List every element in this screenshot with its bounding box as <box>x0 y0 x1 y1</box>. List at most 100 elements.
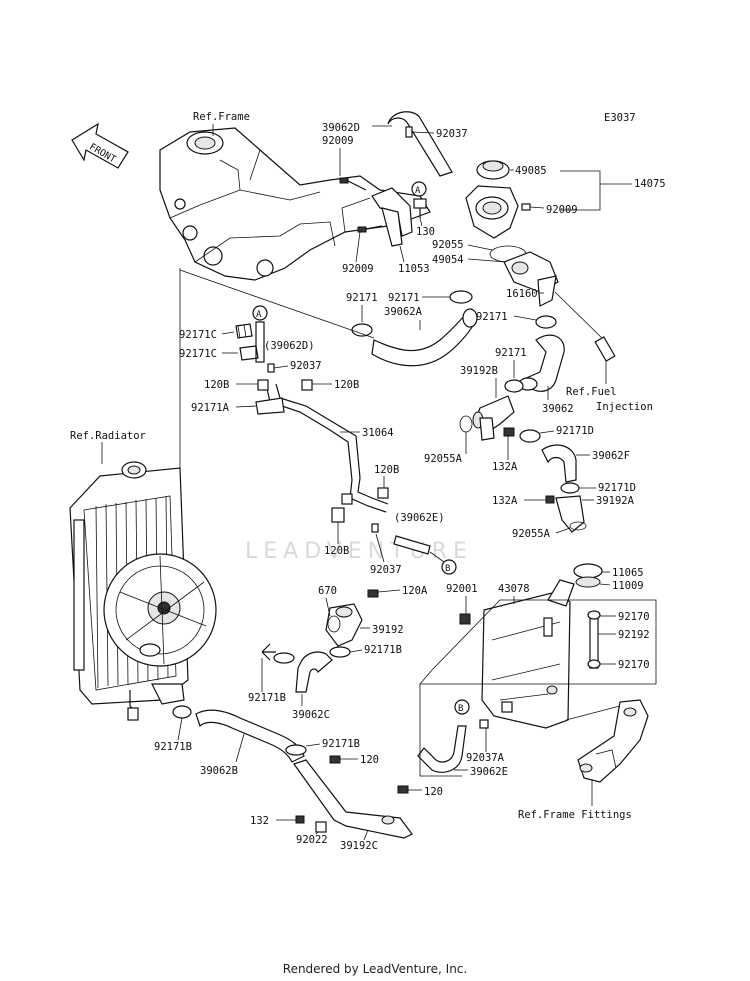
label-120B-mid[interactable]: 120B <box>374 464 399 476</box>
label-39062F[interactable]: 39062F <box>592 450 630 462</box>
label-39192[interactable]: 39192 <box>372 624 404 636</box>
label-92001[interactable]: 92001 <box>446 583 478 595</box>
label-39062C[interactable]: 39062C <box>292 709 330 721</box>
label-ref-radiator[interactable]: Ref.Radiator <box>70 430 146 442</box>
fitting-39192 <box>325 589 379 658</box>
label-92171-d[interactable]: 92171 <box>495 347 527 359</box>
label-92171B-3[interactable]: 92171B <box>154 741 192 753</box>
label-130[interactable]: 130 <box>416 226 435 238</box>
label-injection[interactable]: Injection <box>596 401 653 413</box>
label-39062E[interactable]: 39062E <box>470 766 508 778</box>
pipe-39192C <box>293 759 413 839</box>
label-92037-mid[interactable]: 92037 <box>290 360 322 372</box>
label-92171B-2[interactable]: 92171B <box>248 692 286 704</box>
label-43078[interactable]: 43078 <box>498 583 530 595</box>
label-92037-top[interactable]: 92037 <box>436 128 468 140</box>
label-39192C[interactable]: 39192C <box>340 840 378 852</box>
label-39062[interactable]: 39062 <box>542 403 574 415</box>
label-120B-r[interactable]: 120B <box>334 379 359 391</box>
hose-39062A <box>371 310 475 367</box>
label-11009[interactable]: 11009 <box>612 580 644 592</box>
hose-39062D <box>387 111 453 177</box>
footer-credit: Rendered by LeadVenture, Inc. <box>282 962 468 976</box>
label-92171B-1[interactable]: 92171B <box>364 644 402 656</box>
label-92171D-2[interactable]: 92171D <box>598 482 636 494</box>
marker-b-low <box>454 699 470 715</box>
radiator <box>69 461 217 721</box>
label-92171-a[interactable]: 92171 <box>346 292 378 304</box>
diagram-code: E3037 <box>604 112 636 124</box>
label-49085[interactable]: 49085 <box>515 165 547 177</box>
label-92192[interactable]: 92192 <box>618 629 650 641</box>
hose-39062C <box>295 651 333 693</box>
label-ref-frame-fittings[interactable]: Ref.Frame Fittings <box>518 809 632 821</box>
label-39062D-paren[interactable]: (39062D) <box>264 340 315 352</box>
label-14075[interactable]: 14075 <box>634 178 666 190</box>
marker-b-mid-text: B <box>445 564 450 574</box>
label-92055A-1[interactable]: 92055A <box>424 453 463 465</box>
label-92170-1[interactable]: 92170 <box>618 611 650 623</box>
label-120B-l[interactable]: 120B <box>204 379 229 391</box>
label-31064[interactable]: 31064 <box>362 427 394 439</box>
label-92171C-2[interactable]: 92171C <box>179 348 217 360</box>
fitting-39192B <box>472 395 515 441</box>
label-ref-fuel[interactable]: Ref.Fuel <box>566 386 617 398</box>
label-39062D[interactable]: 39062D <box>322 122 360 134</box>
frame-fitting-bracket <box>577 699 649 783</box>
marker-a-top <box>411 181 427 197</box>
hose-39062F <box>541 444 577 483</box>
clamp-92171-a <box>449 290 473 304</box>
label-92171-c[interactable]: 92171 <box>476 311 508 323</box>
label-92171B-4[interactable]: 92171B <box>322 738 360 750</box>
fitting-39192A <box>555 495 585 533</box>
label-92055A-2[interactable]: 92055A <box>512 528 551 540</box>
reservoir-tank <box>481 563 603 729</box>
label-92009-top[interactable]: 92009 <box>322 135 354 147</box>
hose-39062E-short <box>393 535 431 555</box>
marker-a-left-text: A <box>256 310 262 320</box>
label-49054[interactable]: 49054 <box>432 254 464 266</box>
pipe-31064 <box>255 379 389 523</box>
label-92009-bot[interactable]: 92009 <box>342 263 374 275</box>
label-11065[interactable]: 11065 <box>612 567 644 579</box>
label-ref-frame[interactable]: Ref.Frame <box>193 111 250 123</box>
hose-39062E <box>417 725 467 773</box>
label-39062B[interactable]: 39062B <box>200 765 238 777</box>
label-16160[interactable]: 16160 <box>506 288 538 300</box>
label-132A-1[interactable]: 132A <box>492 461 518 473</box>
label-39192B[interactable]: 39192B <box>460 365 498 377</box>
label-92170-2[interactable]: 92170 <box>618 659 650 671</box>
label-670[interactable]: 670 <box>318 585 337 597</box>
bracket-part <box>339 177 427 247</box>
label-92171C-1[interactable]: 92171C <box>179 329 217 341</box>
marker-a-left <box>252 305 268 321</box>
label-92022[interactable]: 92022 <box>296 834 328 846</box>
label-120A[interactable]: 120A <box>402 585 428 597</box>
marker-b-mid <box>441 559 457 575</box>
label-39192A[interactable]: 39192A <box>596 495 635 507</box>
fuel-connector <box>594 336 616 362</box>
marker-a-top-text: A <box>415 186 421 196</box>
label-92037-bot[interactable]: 92037 <box>370 564 402 576</box>
label-92009-right[interactable]: 92009 <box>546 204 578 216</box>
label-92055[interactable]: 92055 <box>432 239 464 251</box>
label-120B-bot[interactable]: 120B <box>324 545 349 557</box>
marker-b-low-text: B <box>458 704 463 714</box>
front-arrow-icon: FRONT <box>71 122 129 169</box>
pipe-39062D <box>255 321 265 363</box>
label-92171-b[interactable]: 92171 <box>388 292 420 304</box>
thermostat-housing <box>465 160 559 307</box>
label-39062A[interactable]: 39062A <box>384 306 423 318</box>
label-120-1[interactable]: 120 <box>360 754 379 766</box>
label-132A-2[interactable]: 132A <box>492 495 518 507</box>
label-39062E-paren[interactable]: (39062E) <box>394 512 445 524</box>
label-11053[interactable]: 11053 <box>398 263 430 275</box>
label-132[interactable]: 132 <box>250 815 269 827</box>
watermark: LEADVENTURE <box>245 539 473 564</box>
label-92171D-1[interactable]: 92171D <box>556 425 594 437</box>
label-92037A[interactable]: 92037A <box>466 752 505 764</box>
label-92171A[interactable]: 92171A <box>191 402 230 414</box>
label-120-2[interactable]: 120 <box>424 786 443 798</box>
frame-part <box>159 127 431 281</box>
